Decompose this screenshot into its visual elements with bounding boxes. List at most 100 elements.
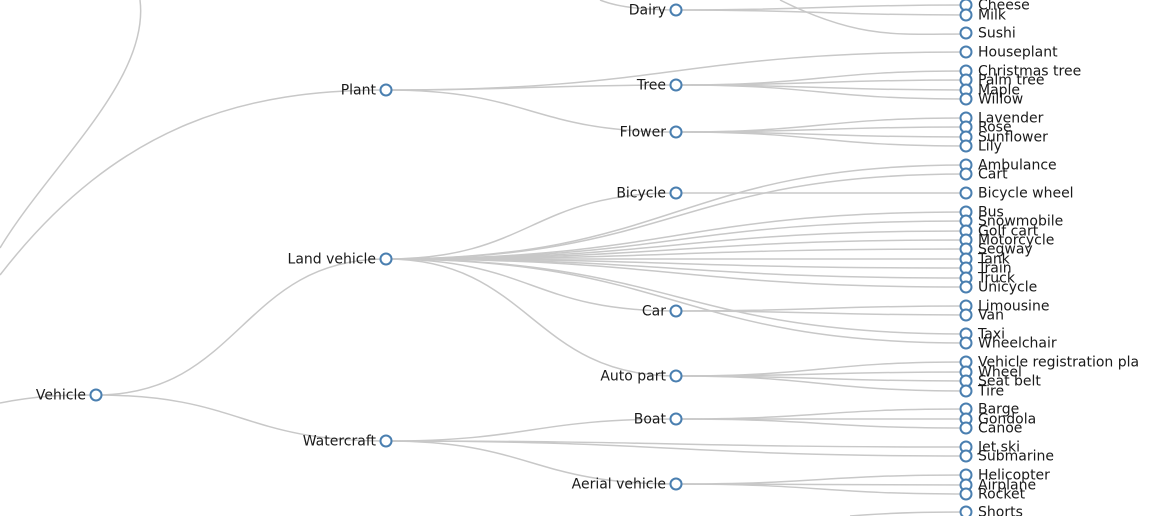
node-circle[interactable] [669,304,683,318]
node-circle[interactable] [959,8,973,22]
tree-link-offscreen [849,511,967,516]
node-circle[interactable] [669,412,683,426]
tree-node-car[interactable]: Car [642,303,683,319]
tree-node-jetski[interactable]: Jet ski [959,439,1020,455]
tree-node-van[interactable]: Van [959,307,1004,323]
tree-link-watercraft-aerial [385,440,677,485]
tree-node-wheelchair[interactable]: Wheelchair [959,335,1057,351]
node-label: Rose [978,119,1012,135]
node-circle[interactable] [959,421,973,435]
node-circle[interactable] [959,26,973,40]
node-label: Barge [978,401,1019,417]
tree-node-sushi[interactable]: Sushi [959,25,1016,41]
node-circle[interactable] [959,139,973,153]
node-circle[interactable] [379,434,393,448]
tree-link-land-bicycle [385,192,677,260]
node-label: Watercraft [303,433,377,449]
tree-node-barge[interactable]: Barge [959,401,1020,417]
node-circle[interactable] [669,477,683,491]
tree-node-canoe[interactable]: Canoe [959,420,1023,436]
tree-node-taxi[interactable]: Taxi [959,326,1006,342]
tree-node-bwheel[interactable]: Bicycle wheel [959,185,1074,201]
tree-node-flower[interactable]: Flower [620,124,683,140]
tree-link-flower-lily [675,131,967,147]
node-label: Dairy [629,2,666,18]
node-circle[interactable] [959,336,973,350]
tree-node-bus[interactable]: Bus [959,204,1004,220]
tree-node-lavender[interactable]: Lavender [959,110,1044,126]
tree-node-plant[interactable]: Plant [341,82,393,98]
node-label: Wheel [978,364,1022,380]
node-circle[interactable] [89,388,103,402]
tree-node-limousine[interactable]: Limousine [959,298,1050,314]
node-label: Lily [978,138,1002,154]
node-label: Snowmobile [978,213,1063,229]
node-circle[interactable] [959,280,973,294]
tree-node-autopart[interactable]: Auto part [600,368,683,384]
node-label: Aerial vehicle [572,476,666,492]
tree-node-truck[interactable]: Truck [959,270,1016,286]
tree-node-unicycle[interactable]: Unicycle [959,279,1038,295]
tree-node-maple[interactable]: Maple [959,82,1021,98]
tree-node-lily[interactable]: Lily [959,138,1002,154]
node-circle[interactable] [669,3,683,17]
tree-link-watercraft-submarine [385,440,967,457]
tree-node-tire[interactable]: Tire [959,383,1005,399]
node-label: Tank [977,251,1011,267]
node-label: Motorcycle [978,232,1054,248]
node-circle[interactable] [959,186,973,200]
node-label: Tree [636,77,666,93]
tree-node-palm[interactable]: Palm tree [959,72,1045,88]
tree-node-cheese[interactable]: Cheese [959,0,1030,13]
node-label: Lavender [978,110,1044,126]
node-circle[interactable] [669,125,683,139]
tree-node-land[interactable]: Land vehicle [288,251,393,267]
node-label: Car [642,303,666,319]
tree-link-dairy-milk [675,9,967,16]
tree-node-willow[interactable]: Willow [959,91,1024,107]
node-circle[interactable] [959,167,973,181]
tree-node-cart[interactable]: Cart [959,166,1009,182]
tree-link-land-wheelchair [385,258,967,344]
node-label: Vehicle registration pla [978,354,1139,370]
tree-node-submarine[interactable]: Submarine [959,448,1055,464]
node-circle[interactable] [959,449,973,463]
node-circle[interactable] [959,92,973,106]
tree-link-land-bus [385,211,967,260]
tree-link-offscreen [599,0,677,11]
tree-node-boat[interactable]: Boat [634,411,683,427]
node-circle[interactable] [959,308,973,322]
tree-node-shorts[interactable]: Shorts [959,504,1023,516]
node-label: Seat belt [978,373,1041,389]
node-label: Sunflower [978,129,1048,145]
node-circle[interactable] [959,384,973,398]
tree-node-dairy[interactable]: Dairy [629,2,683,18]
tree-link-boat-canoe [675,418,967,429]
node-circle[interactable] [959,505,973,516]
tree-node-houseplant[interactable]: Houseplant [959,44,1059,60]
tree-node-sunflower[interactable]: Sunflower [959,129,1049,145]
tree-node-watercraft[interactable]: Watercraft [303,433,393,449]
tree-node-aerial[interactable]: Aerial vehicle [572,476,683,492]
tree-link-tree-willow [675,84,967,100]
node-circle[interactable] [669,369,683,383]
tree-node-tree[interactable]: Tree [636,77,683,93]
tree-node-segway[interactable]: Segway [959,241,1033,257]
node-circle[interactable] [379,83,393,97]
node-circle[interactable] [669,186,683,200]
node-circle[interactable] [669,78,683,92]
tree-node-bicycle[interactable]: Bicycle [616,185,683,201]
tree-node-rocket[interactable]: Rocket [959,486,1026,502]
node-circle[interactable] [379,252,393,266]
tree-node-ambulance[interactable]: Ambulance [959,157,1057,173]
tree-link-land-unicycle [385,258,967,288]
node-circle[interactable] [959,487,973,501]
tree-link-vehicle-watercraft [95,394,387,442]
node-circle[interactable] [959,45,973,59]
tree-node-snowmobile[interactable]: Snowmobile [959,213,1064,229]
node-label: Bus [978,204,1004,220]
tree-node-train[interactable]: Train [959,260,1012,276]
tree-node-milk[interactable]: Milk [959,7,1007,23]
tree-node-motorcycle[interactable]: Motorcycle [959,232,1055,248]
tree-node-vehicle[interactable]: Vehicle [36,387,103,403]
